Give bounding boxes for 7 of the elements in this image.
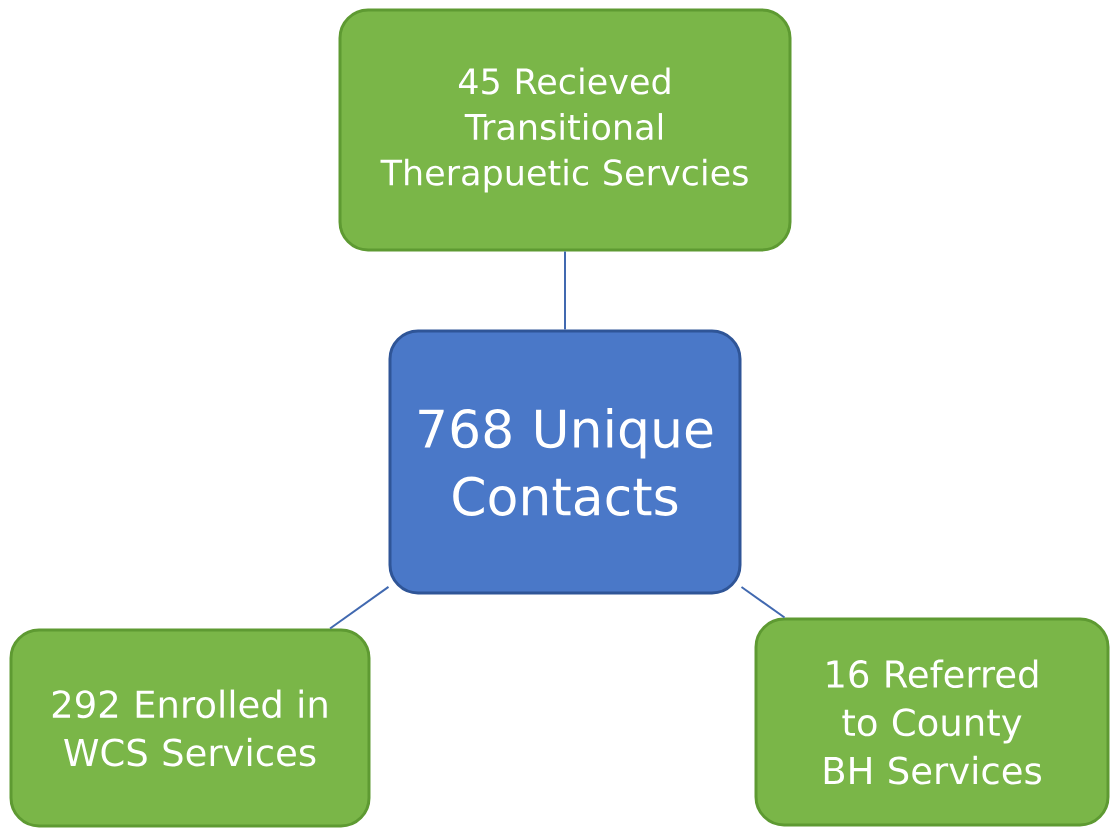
service-box: 292 Enrolled in WCS Services <box>9 628 371 828</box>
contacts-box: 768 Unique Contacts <box>388 329 742 595</box>
connector-line <box>329 585 390 630</box>
service-box: 45 Recieved Transitional Therapuetic Servcies <box>338 8 792 252</box>
connector-line <box>740 586 786 619</box>
service-box: 16 Referred to County BH Services <box>754 617 1110 827</box>
connector-line <box>564 250 566 331</box>
